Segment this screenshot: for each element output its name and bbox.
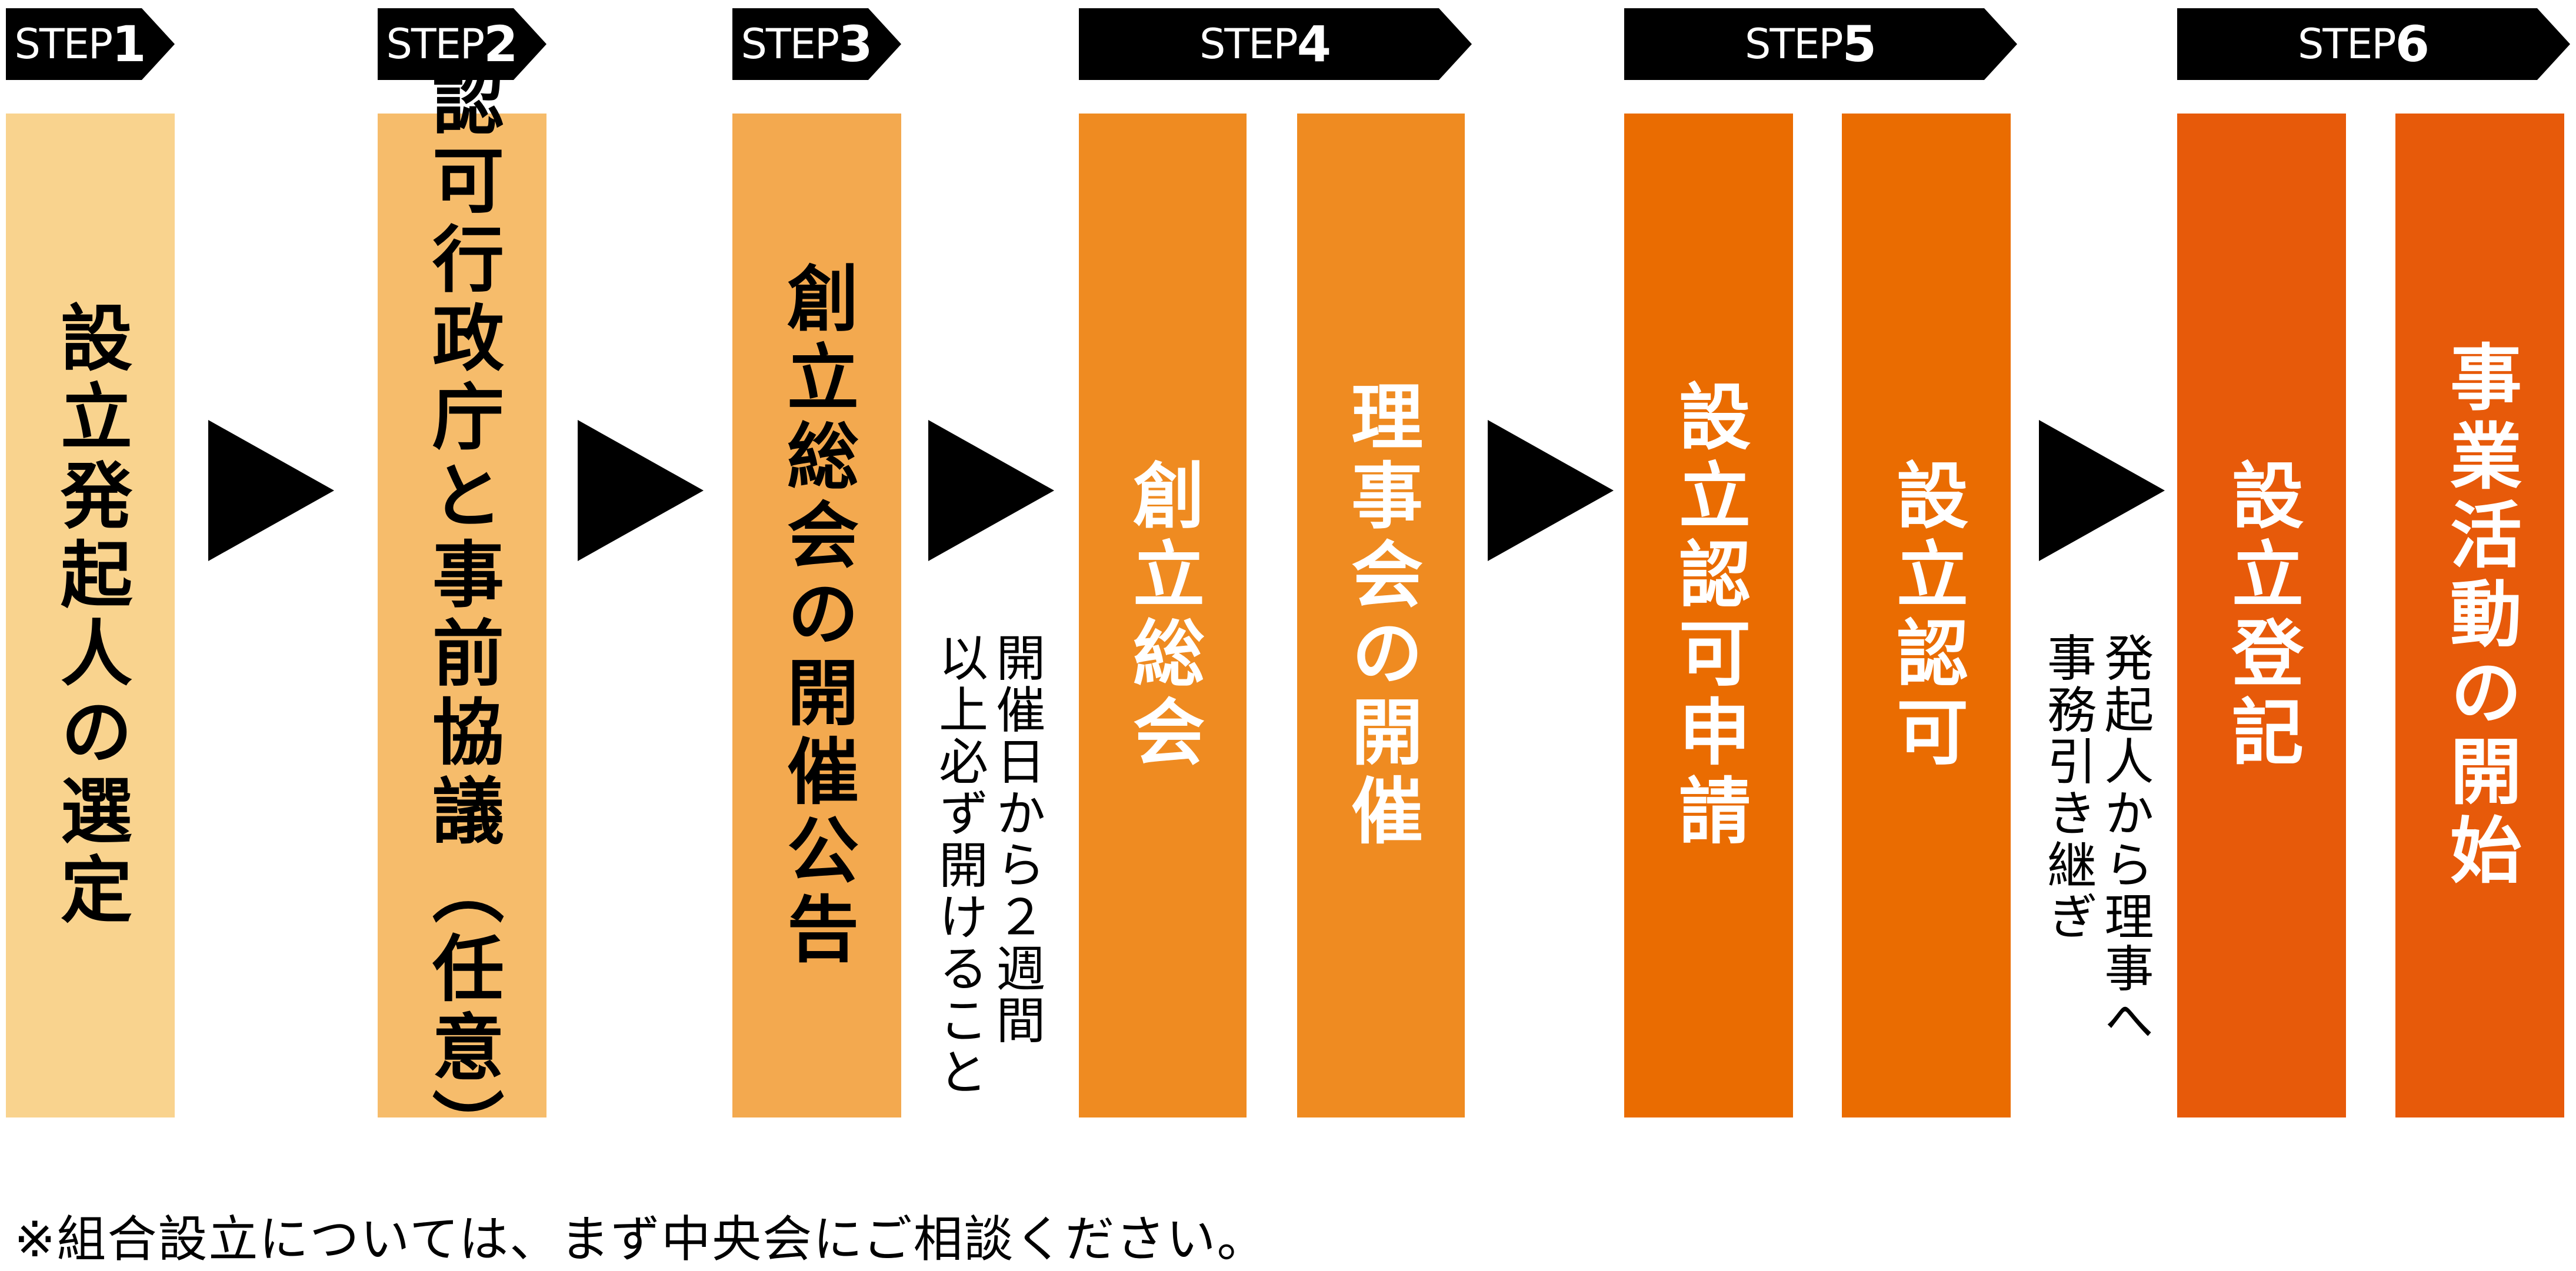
step-5-note: 発起人から理事へ 事務引き継ぎ [2039, 632, 2154, 1046]
step-6-number: 6 [2395, 15, 2429, 73]
step-4-prefix: STEP [1199, 20, 1297, 68]
step-4-box-b: 理事会の開催 [1297, 114, 1465, 1117]
step-3-box-label: 創立総会の開催公告 [775, 261, 859, 970]
step-6-box-b-label: 事業活動の開始 [2438, 339, 2522, 892]
step-1-number: 1 [112, 15, 145, 73]
step-1-box: 設立発起人の選定 [6, 114, 175, 1117]
step-3-number: 3 [838, 15, 872, 73]
step-5-box-b-label: 設立認可 [1884, 458, 1968, 773]
step-2-number: 2 [484, 15, 517, 73]
arrow-right-icon [1488, 420, 1614, 561]
footnote: ※組合設立については、まず中央会にご相談ください。 [14, 1210, 1268, 1268]
step-5-prefix: STEP [1744, 20, 1842, 68]
step-4-number: 4 [1297, 15, 1331, 73]
step-1-prefix: STEP [14, 20, 112, 68]
step-6-box-a: 設立登記 [2177, 114, 2346, 1117]
arrow-right-icon [208, 420, 334, 561]
step-2-prefix: STEP [386, 20, 484, 68]
step-5-box-a: 設立認可申請 [1624, 114, 1793, 1117]
step-3-prefix: STEP [741, 20, 839, 68]
step-4-box-a: 創立総会 [1079, 114, 1247, 1117]
step-5-number: 5 [1842, 15, 1876, 73]
step-5-box-b: 設立認可 [1842, 114, 2011, 1117]
step-2-box-label: 認可行政庁と事前協議（任意） [420, 64, 504, 1167]
arrow-right-icon [2039, 420, 2165, 561]
step-4-box-a-label: 創立総会 [1121, 458, 1205, 773]
step-6-box-a-label: 設立登記 [2220, 458, 2304, 773]
arrow-right-icon [578, 420, 704, 561]
step-6-prefix: STEP [2297, 20, 2395, 68]
step-2-box: 認可行政庁と事前協議（任意） [378, 64, 546, 1167]
step-3-note: 開催日から２週間 以上必ず開けること [931, 632, 1046, 1098]
step-1-box-label: 設立発起人の選定 [48, 300, 132, 931]
step-5-box-a-label: 設立認可申請 [1667, 379, 1751, 852]
step-3-box: 創立総会の開催公告 [732, 114, 901, 1117]
arrow-right-icon [928, 420, 1054, 561]
step-6-box-b: 事業活動の開始 [2395, 114, 2564, 1117]
step-4-box-b-label: 理事会の開催 [1339, 379, 1423, 852]
